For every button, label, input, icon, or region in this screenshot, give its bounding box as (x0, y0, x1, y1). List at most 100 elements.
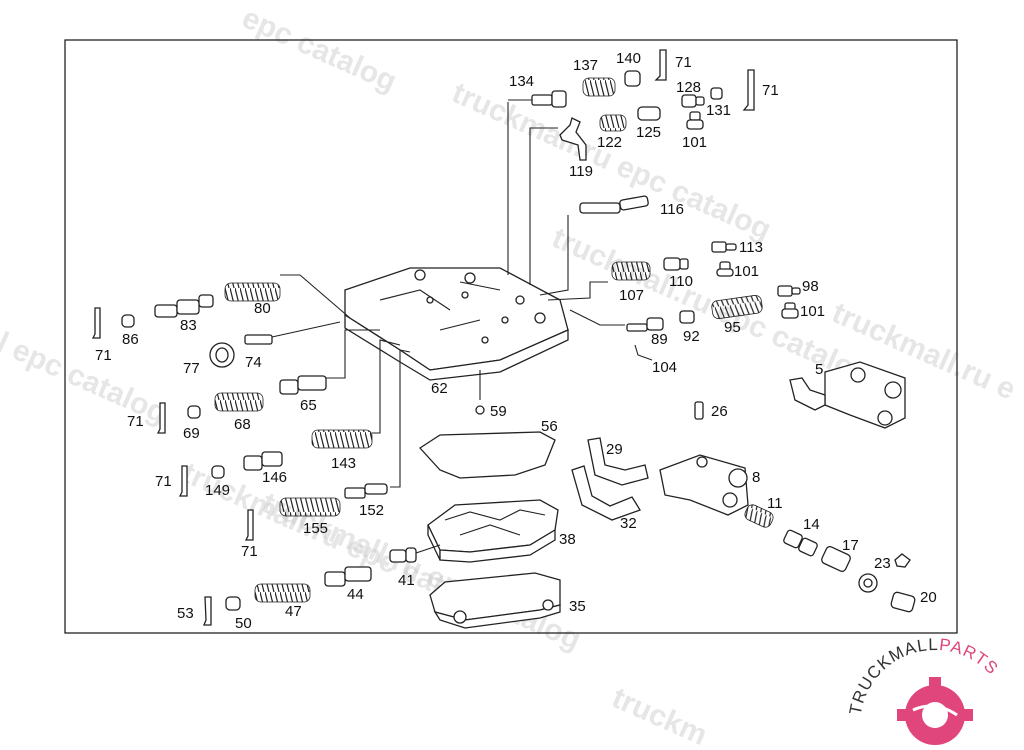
callout-labels: 134 137 140 71 128 71 131 122 125 101 11… (95, 50, 937, 632)
spring-47[interactable] (254, 583, 311, 603)
label-41: 41 (398, 572, 415, 589)
label-38: 38 (559, 531, 576, 548)
retainer-23[interactable] (894, 553, 911, 568)
spring-11[interactable] (743, 503, 775, 529)
label-50: 50 (235, 615, 252, 632)
spring-80[interactable] (224, 282, 281, 302)
label-71: 71 (155, 473, 172, 490)
tube-116[interactable] (579, 195, 649, 214)
spring-107[interactable] (611, 261, 651, 281)
watermark: l epc catalog (0, 326, 172, 430)
valve-128[interactable] (681, 94, 705, 108)
label-143: 143 (331, 455, 356, 472)
label-53: 53 (177, 605, 194, 622)
spring-122[interactable] (599, 114, 627, 132)
sleeve-69[interactable] (187, 405, 201, 419)
spring-155[interactable] (279, 497, 341, 517)
spring-95[interactable] (711, 294, 763, 320)
ball-59[interactable] (475, 405, 485, 415)
label-26: 26 (711, 403, 728, 420)
label-92: 92 (683, 328, 700, 345)
sleeve-140[interactable] (624, 70, 641, 87)
valve-14[interactable] (783, 529, 818, 557)
screw-101[interactable] (686, 111, 704, 130)
valve-body-62[interactable] (344, 267, 569, 381)
leader-line (280, 274, 351, 319)
screw-113[interactable] (711, 241, 737, 253)
leader-line (390, 349, 411, 488)
spring-68[interactable] (214, 392, 264, 412)
housing-5[interactable] (789, 361, 906, 429)
spring-143[interactable] (311, 429, 373, 449)
bracket-119[interactable] (559, 117, 587, 161)
tube-32[interactable] (571, 465, 641, 521)
label-113: 113 (739, 239, 763, 256)
label-140: 140 (616, 50, 641, 67)
label-80: 80 (254, 300, 271, 317)
housing-8[interactable] (659, 454, 749, 516)
label-14: 14 (803, 516, 820, 533)
label-137: 137 (573, 57, 598, 74)
valve-41[interactable] (389, 547, 417, 563)
washer-23[interactable] (858, 573, 878, 593)
valve-110[interactable] (663, 257, 689, 271)
label-65: 65 (300, 397, 317, 414)
valve-146[interactable] (243, 451, 283, 471)
label-95: 95 (724, 319, 741, 336)
label-71: 71 (241, 543, 258, 560)
clip-71[interactable] (244, 509, 254, 541)
valve-83[interactable] (154, 294, 214, 318)
logo-text-parts: PARTS (938, 635, 1002, 678)
screw-101[interactable] (716, 261, 734, 277)
truckmall-parts-logo: TRUCKMALLPARTS (846, 635, 1002, 745)
clip-71[interactable] (742, 69, 755, 111)
screw-101[interactable] (781, 302, 799, 319)
cover-35[interactable] (429, 572, 561, 629)
valve-89[interactable] (626, 317, 664, 332)
plunger-134[interactable] (508, 90, 567, 108)
label-134: 134 (509, 73, 534, 90)
label-62: 62 (431, 380, 448, 397)
clip-71[interactable] (178, 465, 188, 497)
screw-98[interactable] (777, 285, 801, 297)
watermark: epc catalog (237, 1, 401, 98)
watermark: truckm (607, 681, 712, 750)
leader-line (325, 329, 380, 379)
sleeve-149[interactable] (211, 465, 225, 479)
clip-53[interactable] (203, 596, 212, 626)
label-71: 71 (127, 413, 144, 430)
sleeve-92[interactable] (679, 310, 695, 324)
leader-line (547, 281, 608, 301)
plug-77[interactable] (209, 342, 235, 368)
label-110: 110 (669, 273, 693, 290)
clip-71[interactable] (91, 307, 101, 339)
diagram-frame (64, 39, 958, 634)
sleeve-86[interactable] (121, 314, 135, 328)
gasket-56[interactable] (419, 431, 556, 479)
clip-71[interactable] (156, 402, 166, 434)
plug-20[interactable] (890, 591, 916, 613)
spring-137[interactable] (582, 77, 616, 97)
valve-65[interactable] (279, 375, 327, 395)
sleeve-125[interactable] (637, 106, 661, 121)
pin-26[interactable] (694, 401, 704, 420)
pin-152[interactable] (344, 483, 388, 499)
label-71: 71 (675, 54, 692, 71)
label-122: 122 (597, 134, 622, 151)
clip-104[interactable] (634, 344, 653, 361)
label-149: 149 (205, 482, 230, 499)
leader-line (271, 321, 341, 338)
label-23: 23 (874, 555, 891, 572)
label-71: 71 (762, 82, 779, 99)
tube-29[interactable] (587, 437, 649, 486)
sleeve-131[interactable] (710, 87, 723, 100)
clip-71[interactable] (654, 49, 667, 81)
sleeve-17[interactable] (820, 545, 851, 572)
valve-44[interactable] (324, 566, 372, 587)
gear-icon (897, 677, 973, 745)
pin-74[interactable] (244, 334, 273, 345)
plate-38[interactable] (427, 499, 559, 563)
label-69: 69 (183, 425, 200, 442)
sleeve-50[interactable] (225, 596, 241, 611)
